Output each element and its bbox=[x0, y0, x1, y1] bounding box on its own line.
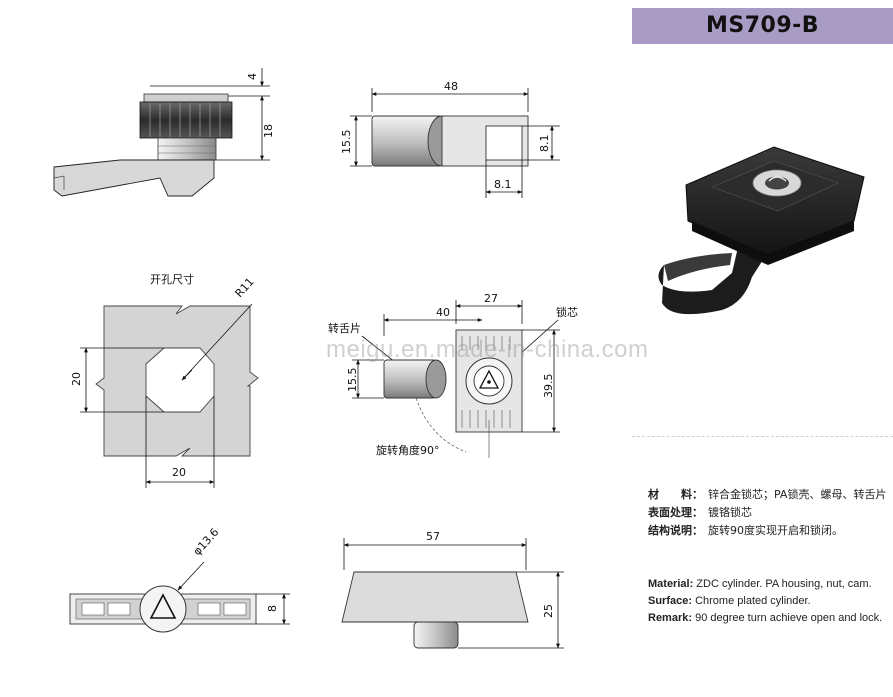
top-right-top-view: 48 15.5 8.1 8.1 bbox=[340, 80, 560, 198]
dim-length-48: 48 bbox=[444, 80, 458, 93]
label-core: 锁芯 bbox=[556, 305, 578, 319]
dim-height-8: 8 bbox=[266, 605, 279, 612]
dim-40: 40 bbox=[436, 306, 450, 319]
dim-27: 27 bbox=[484, 292, 498, 305]
spec-en-remark: Remark: 90 degree turn achieve open and … bbox=[648, 612, 883, 624]
dim-square-vertical: 8.1 bbox=[538, 135, 551, 153]
spec-cn-remark: 结构说明： 旋转90度实现开启和锁闭。 bbox=[648, 524, 843, 537]
product-photo bbox=[658, 146, 865, 315]
cutout-title: 开孔尺寸 bbox=[150, 272, 194, 286]
spec-cn-material: 材 料： 锌合金锁芯；PA锁壳、螺母、转舌片 bbox=[648, 488, 887, 501]
product-model-title: MS709-B bbox=[632, 8, 893, 44]
dim-square-horizontal: 8.1 bbox=[494, 178, 512, 191]
product-info-panel: MS709-B 材 料： 锌合金锁芯；PA锁壳、螺母、转舌片 表面处理： 镀铬锁… bbox=[632, 0, 893, 697]
spec-en-material: Material: ZDC cylinder. PA housing, nut,… bbox=[648, 578, 872, 590]
side-rotation-view: 27 40 转舌片 锁芯 15.5 39.5 bbox=[328, 292, 578, 458]
cutout-dim-vertical: 20 bbox=[70, 372, 83, 386]
dim-height-15-5: 15.5 bbox=[340, 130, 353, 155]
label-rotation: 旋转角度90° bbox=[376, 443, 440, 457]
technical-drawings: 4 18 48 15.5 8.1 bbox=[53, 68, 578, 649]
spec-cn-surface: 表面处理： 镀铬锁芯 bbox=[648, 506, 752, 519]
cutout-drawing: 开孔尺寸 R11 20 20 bbox=[70, 272, 259, 488]
bottom-right-end-view: 57 25 bbox=[341, 530, 564, 649]
dim-diameter: φ13.6 bbox=[191, 526, 222, 558]
divider bbox=[632, 436, 893, 437]
dim-top-4: 4 bbox=[246, 73, 259, 80]
bottom-left-front-view: φ13.6 8 bbox=[69, 526, 290, 633]
specs-english: Material: ZDC cylinder. PA housing, nut,… bbox=[648, 576, 888, 627]
spec-en-surface: Surface: Chrome plated cylinder. bbox=[648, 595, 811, 607]
watermark: meigu.en.made-in-china.com bbox=[326, 336, 649, 363]
dim-15-5: 15.5 bbox=[346, 368, 359, 393]
cutout-radius: R11 bbox=[233, 275, 257, 300]
dim-height-25: 25 bbox=[542, 604, 555, 618]
dim-39-5: 39.5 bbox=[542, 374, 555, 399]
label-tongue: 转舌片 bbox=[328, 321, 361, 335]
dim-width-57: 57 bbox=[426, 530, 440, 543]
top-left-side-view: 4 18 bbox=[53, 68, 275, 197]
cutout-dim-horizontal: 20 bbox=[172, 466, 186, 479]
specs-chinese: 材 料： 锌合金锁芯；PA锁壳、螺母、转舌片 表面处理： 镀铬锁芯 结构说明： … bbox=[648, 486, 888, 540]
dim-height-18: 18 bbox=[262, 124, 275, 138]
